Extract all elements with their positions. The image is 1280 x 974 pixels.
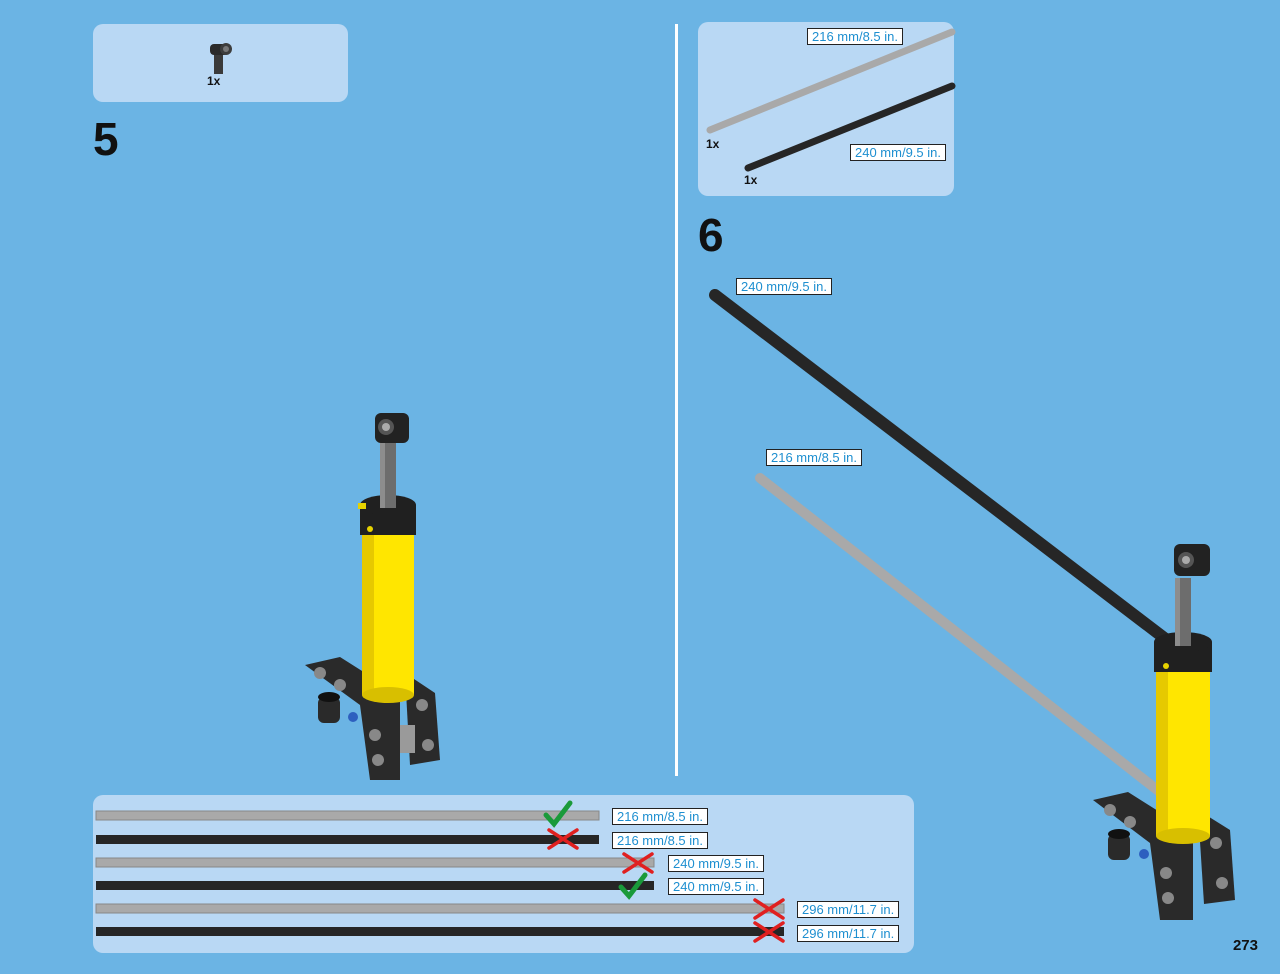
step6-grey-axle-callout: 216 mm/8.5 in. bbox=[766, 449, 862, 466]
check-icon bbox=[618, 872, 648, 900]
comparison-length-label: 296 mm/11.7 in. bbox=[797, 925, 900, 942]
cross-icon bbox=[622, 852, 654, 874]
black-axle-qty: 1x bbox=[744, 173, 758, 187]
grey-axle-qty: 1x bbox=[706, 137, 720, 151]
page-number: 273 bbox=[1232, 937, 1258, 954]
step6-number: 6 bbox=[698, 209, 724, 261]
angled-connector-icon bbox=[210, 43, 232, 74]
grey-axle-296-bar bbox=[95, 903, 785, 914]
grey-axle-240-bar bbox=[95, 857, 655, 868]
black-axle-length-label: 240 mm/9.5 in. bbox=[850, 144, 946, 161]
cross-icon bbox=[753, 921, 785, 943]
black-axle-296-bar bbox=[96, 927, 784, 936]
grey-axle-length-label: 216 mm/8.5 in. bbox=[807, 28, 903, 45]
step-divider bbox=[675, 24, 678, 776]
cross-icon bbox=[753, 898, 785, 920]
step6-cylinder-assembly bbox=[1093, 544, 1235, 920]
grey-axle-216-bar bbox=[95, 810, 600, 821]
comparison-length-label: 216 mm/8.5 in. bbox=[612, 832, 708, 849]
cross-icon bbox=[547, 828, 579, 850]
comparison-length-label: 216 mm/8.5 in. bbox=[612, 808, 708, 825]
step5-cylinder-assembly bbox=[305, 413, 440, 780]
grey-axle-216-icon bbox=[706, 28, 956, 172]
check-icon bbox=[543, 800, 573, 828]
step5-parts-panel: 1x bbox=[93, 24, 348, 102]
comparison-length-label: 240 mm/9.5 in. bbox=[668, 855, 764, 872]
black-axle-216-bar bbox=[96, 835, 599, 844]
step6-axles bbox=[709, 289, 1186, 805]
step6-black-axle-callout: 240 mm/9.5 in. bbox=[736, 278, 832, 295]
comparison-length-label: 240 mm/9.5 in. bbox=[668, 878, 764, 895]
step5-number: 5 bbox=[93, 113, 119, 165]
comparison-length-label: 296 mm/11.7 in. bbox=[797, 901, 900, 918]
step5-part-qty: 1x bbox=[207, 74, 221, 88]
black-axle-240-bar bbox=[96, 881, 654, 890]
